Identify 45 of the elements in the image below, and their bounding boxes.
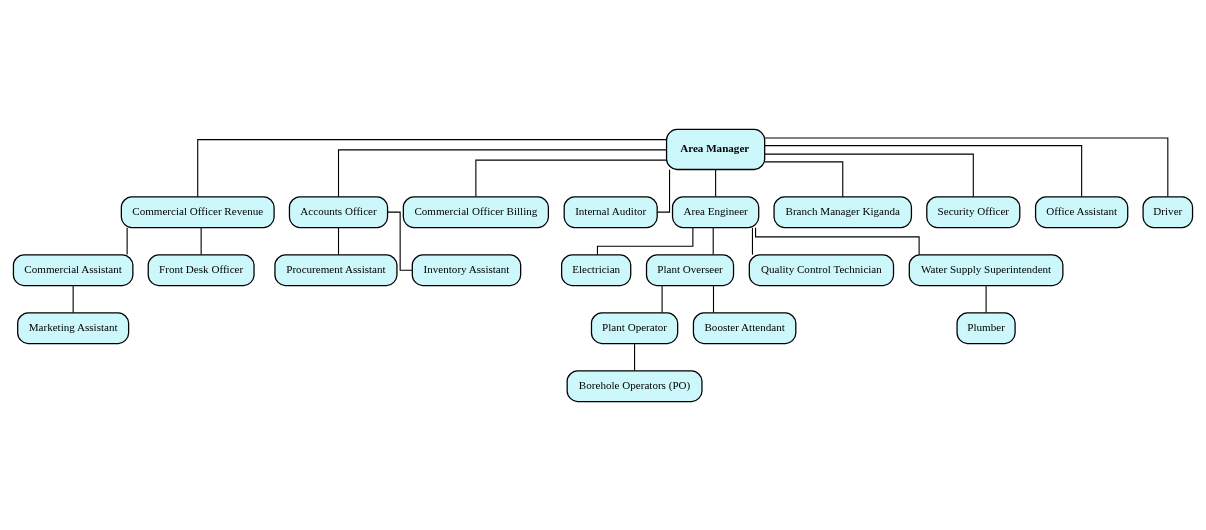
node-box: Procurement Assistant [274,253,398,286]
node-box: Driver [1142,195,1194,228]
connector [200,226,202,255]
node-box: Marketing Assistant [17,311,130,344]
node-box: Internal Auditor [563,195,658,228]
node-box: Branch Manager Kiganda [773,195,913,228]
connector [72,284,74,313]
node-box: Electrician [561,253,632,286]
node-box: Commercial Officer Billing [402,195,550,228]
connector [337,226,340,255]
connector [715,168,717,197]
connector [712,226,714,255]
node-box: Commercial Assistant [12,253,134,286]
node-box: Area Manager [665,128,766,170]
connector [337,148,667,197]
node-box: Inventory Assistant [411,253,522,286]
node-box: Area Engineer [671,195,760,228]
connector [764,136,1169,197]
node-box: Plumber [956,311,1016,344]
node-box: Commercial Officer Revenue [120,195,275,228]
connector [596,226,694,255]
node-box: Security Officer [926,195,1021,228]
connector [387,211,413,271]
node-box: Office Assistant [1034,195,1129,228]
connector [751,226,753,255]
connector [985,284,987,313]
node-box: Quality Control Technician [748,253,895,286]
node-box: Front Desk Officer [147,253,255,286]
connector [661,284,663,313]
connector [197,138,667,197]
connector [712,284,715,313]
node-box: Water Supply Superintendent [908,253,1064,286]
connector [656,168,671,213]
node-box: Plant Overseer [645,253,735,286]
connector [764,160,844,197]
connector [126,226,128,255]
node-box: Booster Attendant [692,311,797,344]
connector [764,153,974,197]
connector [755,226,920,255]
connector [764,144,1083,197]
connector [634,342,636,371]
node-box: Accounts Officer [288,195,389,228]
connector [475,159,668,197]
node-box: Plant Operator [590,311,679,344]
node-box: Borehole Operators (PO) [566,369,703,402]
